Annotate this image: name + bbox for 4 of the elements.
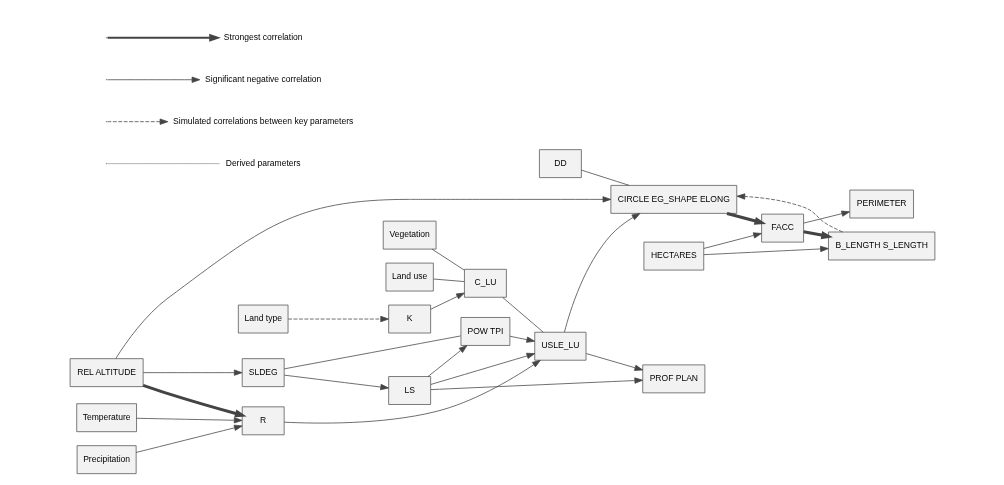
legend-label: Derived parameters [225,157,301,168]
legend-label: Significant negative correlation [204,73,321,84]
legend-label: Simulated correlations between key parameters [172,115,353,126]
legend-label: Strongest correlation [223,31,303,42]
